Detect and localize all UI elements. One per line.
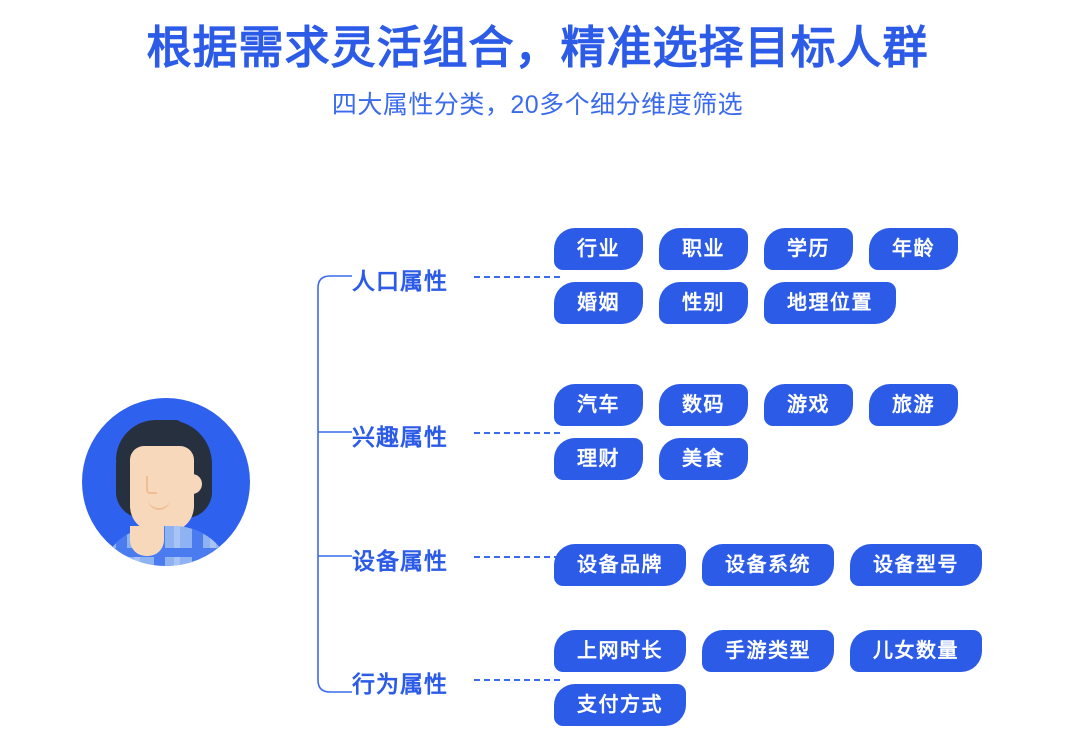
attribute-tag[interactable]: 设备品牌 [554, 544, 686, 586]
attribute-group-label-behavior: 行为属性 [352, 671, 448, 697]
attribute-tag[interactable]: 地理位置 [764, 282, 896, 324]
dashed-connector-interest [474, 432, 560, 434]
attribute-tag[interactable]: 年龄 [869, 228, 958, 270]
tag-line: 设备品牌设备系统设备型号 [554, 544, 1054, 586]
attribute-tag[interactable]: 手游类型 [702, 630, 834, 672]
dashed-connector-demographic [474, 276, 560, 278]
attribute-tag[interactable]: 婚姻 [554, 282, 643, 324]
avatar-nose-icon [146, 476, 157, 494]
attribute-tag[interactable]: 数码 [659, 384, 748, 426]
avatar-smile-icon [148, 498, 170, 510]
attribute-tag[interactable]: 设备型号 [850, 544, 982, 586]
tag-list-device: 设备品牌设备系统设备型号 [554, 544, 1054, 598]
attribute-tag[interactable]: 职业 [659, 228, 748, 270]
attribute-tag[interactable]: 游戏 [764, 384, 853, 426]
tag-line: 行业职业学历年龄 [554, 228, 1054, 270]
tag-line: 婚姻性别地理位置 [554, 282, 1054, 324]
avatar [82, 398, 250, 566]
tree-bracket-svg [317, 275, 352, 693]
tag-list-interest: 汽车数码游戏旅游理财美食 [554, 384, 1054, 492]
attribute-tag[interactable]: 支付方式 [554, 684, 686, 726]
attribute-tag[interactable]: 上网时长 [554, 630, 686, 672]
page-subtitle: 四大属性分类，20多个细分维度筛选 [331, 91, 744, 119]
page-title: 根据需求灵活组合，精准选择目标人群 [146, 22, 929, 73]
attribute-group-label-device: 设备属性 [352, 548, 448, 574]
attribute-tag[interactable]: 儿女数量 [850, 630, 982, 672]
attribute-tag[interactable]: 汽车 [554, 384, 643, 426]
attribute-tag[interactable]: 性别 [659, 282, 748, 324]
tag-line: 理财美食 [554, 438, 1054, 480]
tree-spine-path [317, 275, 352, 693]
attribute-tag[interactable]: 旅游 [869, 384, 958, 426]
avatar-collar-icon [130, 526, 164, 556]
tag-list-demographic: 行业职业学历年龄婚姻性别地理位置 [554, 228, 1054, 336]
attribute-group-label-interest: 兴趣属性 [352, 424, 448, 450]
avatar-ear-icon [186, 474, 202, 494]
attribute-group-label-demographic: 人口属性 [352, 268, 448, 294]
tag-line: 支付方式 [554, 684, 1054, 726]
dashed-connector-behavior [474, 679, 560, 681]
attribute-tag[interactable]: 美食 [659, 438, 748, 480]
attribute-tag[interactable]: 行业 [554, 228, 643, 270]
avatar-circle-background [82, 398, 250, 566]
dashed-connector-device [474, 556, 560, 558]
attribute-tag[interactable]: 设备系统 [702, 544, 834, 586]
page-header: 根据需求灵活组合，精准选择目标人群 四大属性分类，20多个细分维度筛选 [0, 0, 1075, 121]
tag-line: 汽车数码游戏旅游 [554, 384, 1054, 426]
attribute-tag[interactable]: 理财 [554, 438, 643, 480]
tree-bracket [312, 274, 372, 694]
attribute-tag[interactable]: 学历 [764, 228, 853, 270]
tag-list-behavior: 上网时长手游类型儿女数量支付方式 [554, 630, 1054, 738]
tag-line: 上网时长手游类型儿女数量 [554, 630, 1054, 672]
